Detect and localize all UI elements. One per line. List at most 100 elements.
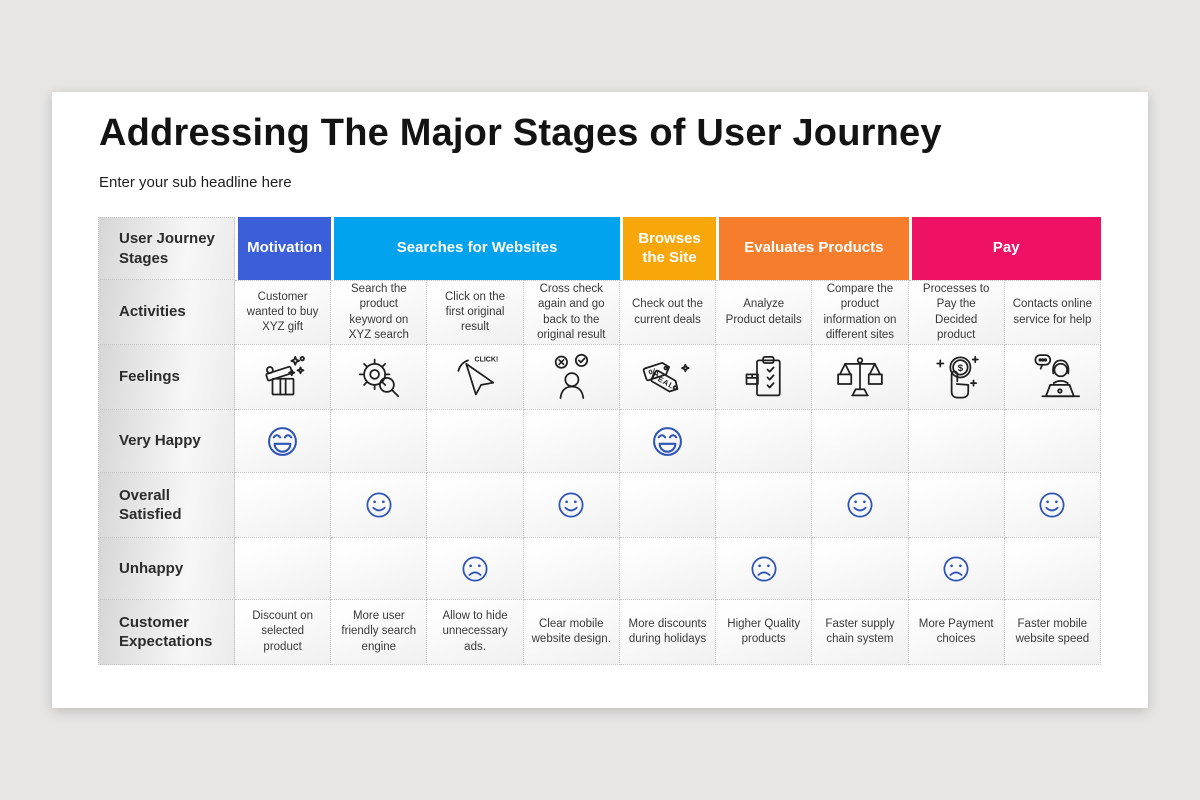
page-subtitle: Enter your sub headline here (99, 174, 292, 191)
activity-cell: Analyze Product details (716, 280, 813, 345)
balance-scale-icon (837, 357, 883, 397)
row-label-text: Activities (119, 303, 186, 321)
feeling-icon-cell (235, 345, 332, 410)
row-label-customer-expectations: Customer Expectations (98, 600, 235, 665)
feeling-icon-cell (523, 345, 620, 410)
satisfied-emoji-icon (366, 492, 392, 518)
very-happy-emoji-icon (653, 426, 682, 456)
satisfied-emoji-icon (1039, 492, 1065, 518)
unhappy-emoji-icon (462, 556, 488, 581)
sentiment-cell (235, 473, 332, 538)
feeling-icon-cell (1004, 345, 1101, 410)
sentiment-cell (908, 473, 1005, 538)
very-happy-emoji-icon (268, 426, 298, 456)
activity-cell: Processes to Pay the Decided product (908, 280, 1005, 345)
corner-header-label: User Journey Stages (119, 230, 215, 267)
sentiment-cell (619, 473, 717, 538)
expectation-cell: Allow to hide unnecessary ads. (427, 600, 524, 665)
sentiment-cell (331, 538, 428, 600)
row-label-text: Very Happy (119, 432, 201, 450)
expectation-cell: Discount on selected product (235, 600, 332, 665)
expectation-cell: Faster supply chain system (812, 600, 909, 665)
checklist-clipboard-icon (745, 356, 781, 397)
satisfied-emoji-icon (558, 492, 584, 518)
pay-tap-icon: $ (936, 356, 979, 399)
sentiment-cell (523, 538, 620, 600)
row-label-text: Feelings (119, 368, 180, 386)
stage-header-browses: Browses the Site (619, 217, 717, 280)
sentiment-cell (1004, 538, 1101, 600)
sentiment-cell (427, 473, 524, 538)
expectation-cell: More Payment choices (908, 600, 1005, 665)
sentiment-cell (1004, 473, 1101, 538)
sentiment-cell (235, 410, 332, 473)
activity-cell: Cross check again and go back to the ori… (523, 280, 620, 345)
activity-cell: Click on the first original result (427, 280, 524, 345)
gift-surprise-icon (265, 356, 305, 396)
click-cursor-icon: CLICK! (457, 356, 499, 396)
feeling-icon-cell (716, 345, 813, 410)
corner-header: User Journey Stages (98, 217, 235, 280)
activity-cell: Contacts online service for help (1004, 280, 1101, 345)
gear-search-icon (358, 358, 399, 398)
row-label-feelings: Feelings (98, 345, 235, 410)
unhappy-emoji-icon (943, 556, 969, 581)
sentiment-cell (716, 410, 813, 473)
sentiment-cell (812, 410, 909, 473)
stage-header-searches: Searches for Websites (331, 217, 620, 280)
sentiment-cell (619, 538, 717, 600)
activity-cell: Search the product keyword on XYZ search (331, 280, 428, 345)
feeling-icon-cell (812, 345, 909, 410)
sentiment-cell (427, 410, 524, 473)
satisfied-emoji-icon (847, 492, 873, 518)
feeling-icon-cell: CLICK! (427, 345, 524, 410)
svg-text:$: $ (958, 363, 964, 374)
row-label-unhappy: Unhappy (98, 538, 235, 600)
row-label-text: Unhappy (119, 559, 184, 577)
stage-header-pay: Pay (908, 217, 1101, 280)
stage-header-label: Browses the Site (638, 229, 701, 266)
stage-header-label: Evaluates Products (744, 239, 884, 257)
unhappy-emoji-icon (751, 556, 777, 581)
expectation-cell: Clear mobile website design. (523, 600, 620, 665)
stage-header-label: Searches for Websites (396, 239, 558, 257)
page-title: Addressing The Major Stages of User Jour… (99, 112, 942, 154)
sentiment-cell (331, 473, 428, 538)
sentiment-cell (908, 538, 1005, 600)
sentiment-cell (812, 473, 909, 538)
stage-header-motivation: Motivation (235, 217, 332, 280)
expectation-cell: More discounts during holidays (619, 600, 717, 665)
expectation-cell: Higher Quality products (716, 600, 813, 665)
stage-header-evaluates: Evaluates Products (716, 217, 909, 280)
sentiment-cell (812, 538, 909, 600)
svg-text:CLICK!: CLICK! (475, 356, 499, 363)
activity-cell: Customer wanted to buy XYZ gift (235, 280, 332, 345)
sentiment-cell (523, 410, 620, 473)
sentiment-cell (716, 473, 813, 538)
row-label-text: Customer Expectations (119, 613, 213, 651)
expectation-cell: More user friendly search engine (331, 600, 428, 665)
expectation-cell: Faster mobile website speed (1004, 600, 1101, 665)
sentiment-cell (716, 538, 813, 600)
activity-cell: Compare the product information on diffe… (812, 280, 909, 345)
sentiment-cell (427, 538, 524, 600)
feeling-icon-cell: % DEAL (619, 345, 717, 410)
row-label-overall-satisfied: Overall Satisfied (98, 473, 235, 538)
stage-header-label: Motivation (247, 239, 323, 257)
stage-header-label: Pay (992, 239, 1020, 257)
sentiment-cell (1004, 410, 1101, 473)
user-journey-table: User Journey Stages Motivation Searches … (98, 217, 1101, 665)
feeling-icon-cell (331, 345, 428, 410)
deal-tags-icon: % DEAL (643, 361, 691, 393)
sentiment-cell (908, 410, 1005, 473)
decision-person-icon (555, 353, 589, 399)
sentiment-cell (235, 538, 332, 600)
activity-cell: Check out the current deals (619, 280, 717, 345)
slide-canvas: Addressing The Major Stages of User Jour… (52, 92, 1148, 708)
sentiment-cell (331, 410, 428, 473)
feeling-icon-cell: $ (908, 345, 1005, 410)
row-label-activities: Activities (98, 280, 235, 345)
sentiment-cell (619, 410, 717, 473)
row-label-very-happy: Very Happy (98, 410, 235, 473)
support-agent-icon (1034, 354, 1081, 398)
